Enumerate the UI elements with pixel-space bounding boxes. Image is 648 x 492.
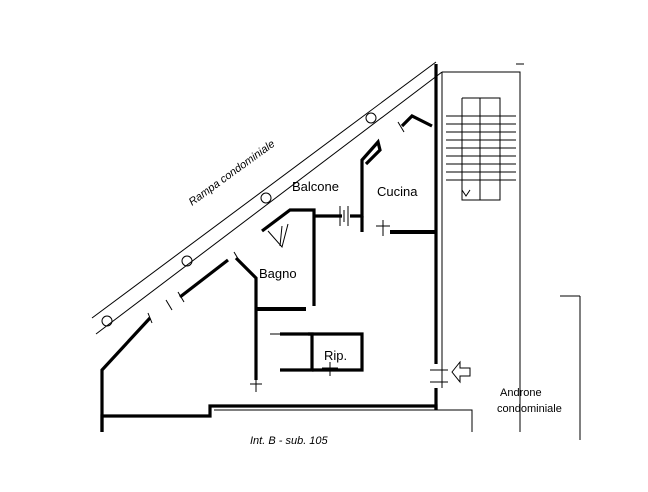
- column-marker: [365, 112, 377, 124]
- androne-label-1: Androne: [500, 387, 542, 399]
- entrance-arrow-icon: [451, 360, 471, 384]
- stair-treads: [446, 115, 516, 181]
- interior-walls: [250, 296, 364, 392]
- room-label-cucina: Cucina: [377, 184, 418, 199]
- column-marker: [181, 255, 193, 267]
- room-label-bagno: Bagno: [259, 266, 297, 281]
- ramp-label: Rampa condominiale: [187, 138, 278, 208]
- room-label-balcone: Balcone: [292, 179, 339, 194]
- plan-caption: Int. B - sub. 105: [250, 435, 329, 447]
- column-marker: [260, 192, 272, 204]
- outer-diagonal-wall: [100, 208, 316, 432]
- column-marker: [101, 315, 113, 327]
- bottom-wall: [100, 295, 581, 440]
- room-label-rip: Rip.: [324, 348, 347, 363]
- ramp: [91, 61, 443, 335]
- androne-label-2: condominiale: [497, 403, 562, 415]
- bath-door-swing: [267, 223, 289, 249]
- balcony-kitchen: [314, 114, 436, 236]
- stairwell: [430, 63, 524, 432]
